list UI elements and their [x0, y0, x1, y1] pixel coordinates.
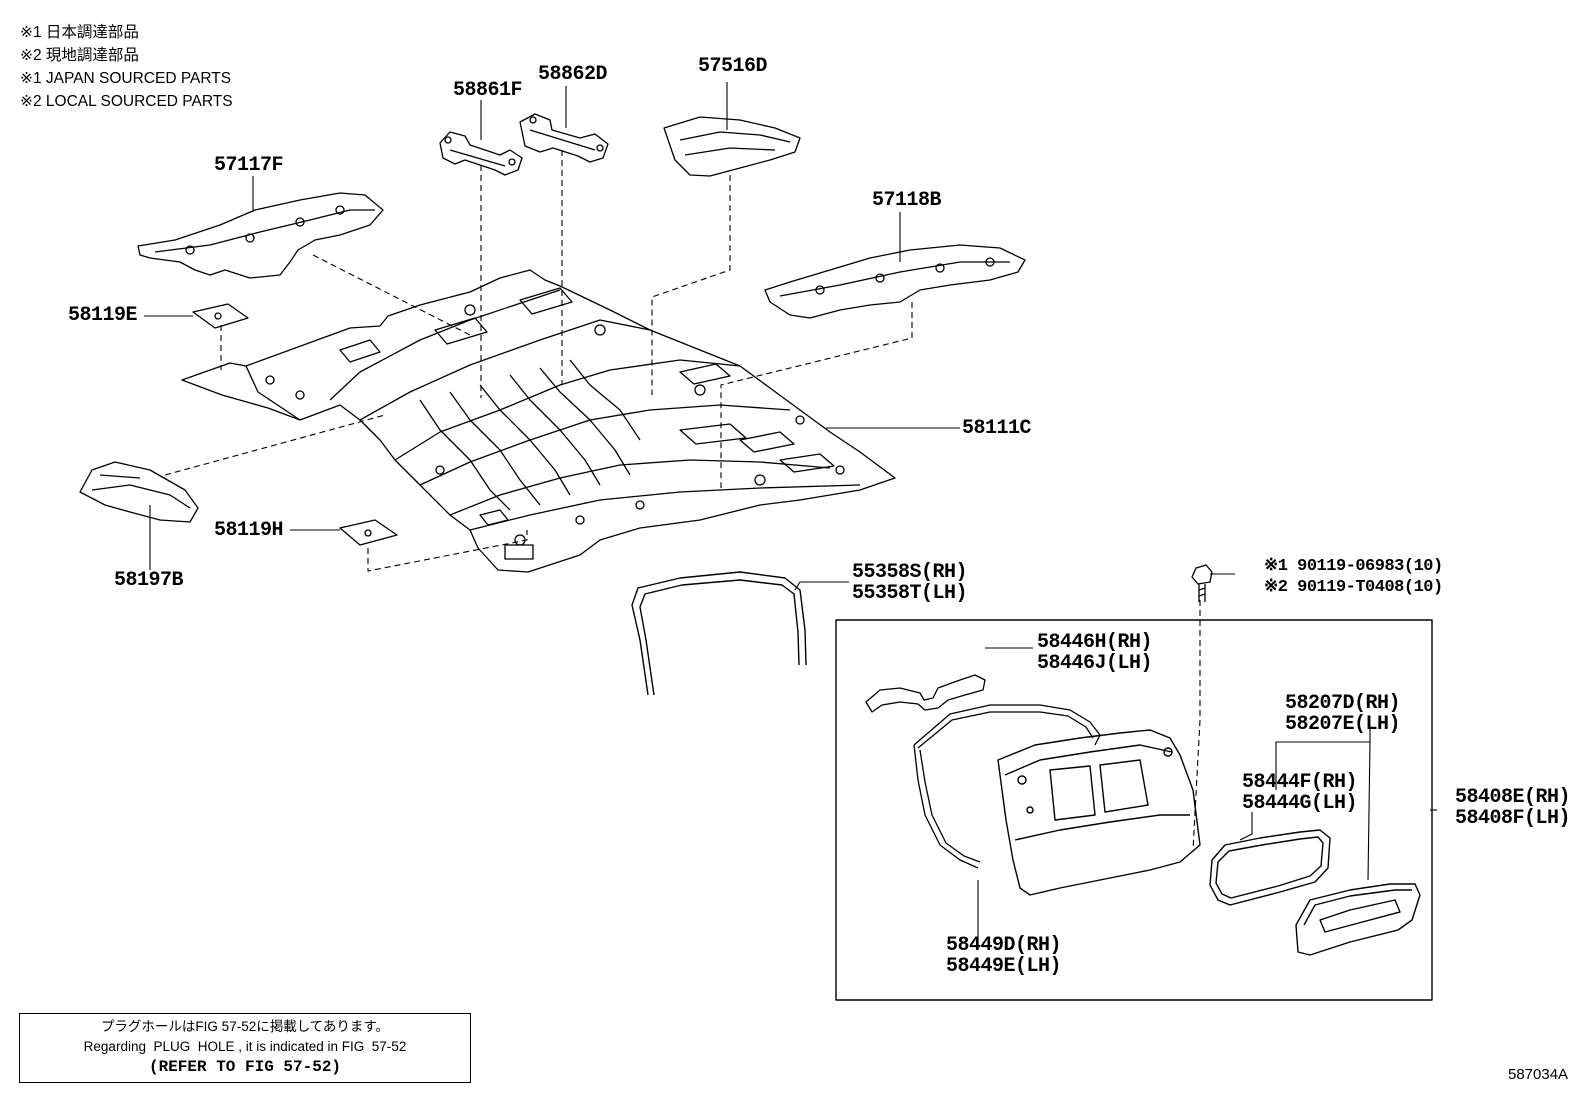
label-57117F[interactable]: 57117F: [214, 154, 284, 177]
bracket-58446: [865, 674, 986, 713]
note-japan-en: ※1 JAPAN SOURCED PARTS: [20, 70, 232, 87]
label-58119H[interactable]: 58119H: [214, 519, 284, 542]
label-57516D[interactable]: 57516D: [698, 55, 768, 78]
plug-note-refer[interactable]: (REFER TO FIG 57-52): [148, 1058, 342, 1076]
note-local-en: ※2 LOCAL SOURCED PARTS: [20, 93, 233, 110]
label-90119-T0408[interactable]: ※2 90119-T0408(10): [1264, 578, 1443, 597]
label-58449D[interactable]: 58449D(RH): [946, 934, 1062, 957]
plug-note-jp: プラグホールはFIG 57-52に掲載してあります。: [100, 1019, 390, 1034]
figure-id: 587034A: [1508, 1066, 1569, 1083]
note-japan-jp: ※1 日本調達部品: [20, 24, 139, 41]
label-58119E[interactable]: 58119E: [68, 304, 138, 327]
cover-58207: [1295, 883, 1421, 956]
label-58111C[interactable]: 58111C: [962, 417, 1032, 440]
floor-pan-58111C: [181, 269, 896, 573]
bolt-90119: [1191, 564, 1213, 602]
plug-note-en: Regarding PLUG HOLE , it is indicated in…: [83, 1039, 407, 1054]
label-58444F[interactable]: 58444F(RH): [1242, 771, 1358, 794]
label-57118B[interactable]: 57118B: [872, 189, 942, 212]
label-58207D[interactable]: 58207D(RH): [1285, 692, 1401, 715]
seal-58449: [913, 704, 1101, 869]
bracket-58862D: [519, 113, 609, 163]
member-57118B: [764, 244, 1026, 319]
patch-58119H: [339, 519, 398, 546]
label-58446J[interactable]: 58446J(LH): [1037, 652, 1153, 675]
label-58444G[interactable]: 58444G(LH): [1242, 792, 1358, 815]
group-box: [835, 619, 1433, 1001]
label-58862D[interactable]: 58862D: [538, 63, 608, 86]
shield-58197B: [79, 461, 199, 523]
label-58861F[interactable]: 58861F: [453, 79, 523, 102]
patch-58119E: [192, 303, 249, 329]
weatherstrip-55358: [631, 571, 807, 696]
seal-58444: [1209, 829, 1331, 906]
label-58449E[interactable]: 58449E(LH): [946, 955, 1062, 978]
dashed-leader-lines: [164, 150, 1201, 851]
member-57117F: [137, 192, 384, 279]
bracket-58861F: [439, 131, 523, 176]
label-90119-06983[interactable]: ※1 90119-06983(10): [1264, 557, 1443, 576]
plug-hole-note: プラグホールはFIG 57-52に掲載してあります。 Regarding PLU…: [19, 1013, 471, 1083]
note-local-jp: ※2 現地調達部品: [20, 47, 139, 64]
solid-leader-lines: [144, 82, 1437, 945]
shield-57516D: [663, 116, 801, 177]
label-58408E[interactable]: 58408E(RH): [1455, 786, 1571, 809]
label-58207E[interactable]: 58207E(LH): [1285, 713, 1401, 736]
label-58408F[interactable]: 58408F(LH): [1455, 807, 1571, 830]
trim-board-58408: [997, 729, 1201, 896]
label-58446H[interactable]: 58446H(RH): [1037, 631, 1153, 654]
label-55358S[interactable]: 55358S(RH): [852, 561, 968, 584]
label-55358T[interactable]: 55358T(LH): [852, 582, 968, 605]
label-58197B[interactable]: 58197B: [114, 569, 184, 592]
